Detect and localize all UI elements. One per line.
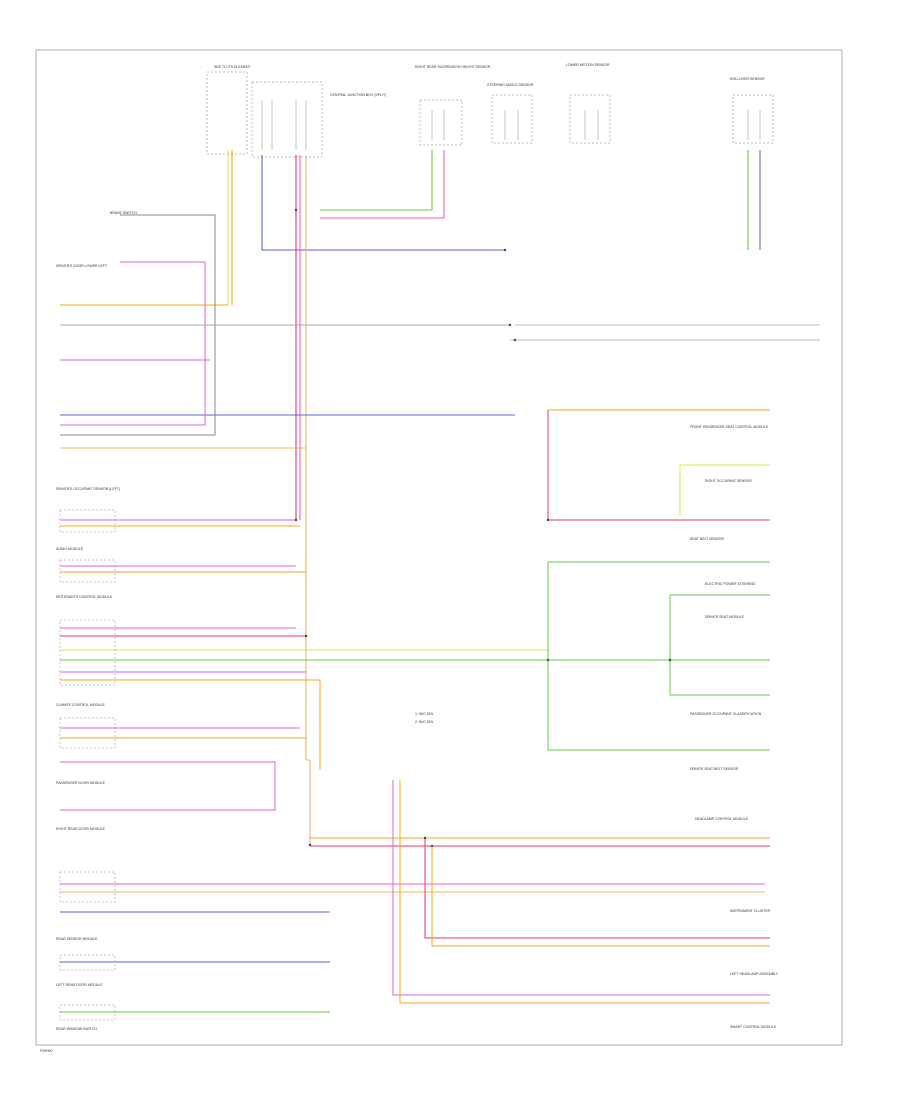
- dimm-head-label: HEADLAMP CONTROL MODULE: [695, 817, 749, 821]
- front-occ-label: RIGHT OCCUPANT SENSOR: [705, 479, 752, 483]
- roll-sensor-box: [732, 94, 774, 144]
- fuse-box: [206, 71, 248, 155]
- lower-motion-box: [569, 94, 611, 144]
- steering-label: STEERING ANGLE SENSOR: [487, 83, 534, 87]
- central-label: CENTRAL JUNCTION BOX (SPLIT): [330, 93, 386, 97]
- restraint-label: RESTRAINTS CONTROL MODULE: [56, 595, 113, 599]
- seat-belt2-label: DRIVER SEAT BELT SENSOR: [690, 767, 739, 771]
- audio-label: AUDIO MODULE: [56, 547, 84, 551]
- fuse-label: SEE TO ITS ELEMENT: [214, 65, 251, 69]
- note-2: 2: W/O DRL: [415, 720, 434, 724]
- footer-code: F00H00: [40, 1049, 53, 1053]
- smart-label: SMART CONTROL MODULE: [730, 1025, 777, 1029]
- rear-switch-label: REAR WINDOW SWITCH: [56, 1027, 97, 1031]
- rear-sensor-label: RIGHT REAR SUSPENSION HEIGHT SENSOR: [415, 65, 491, 69]
- roll-label: ROLLOVER SENSOR: [730, 77, 765, 81]
- front-pass-label: FRONT PASSENGER SEAT CONTROL MODULE: [690, 425, 769, 429]
- brake-label: BRAKE SWITCH: [110, 211, 137, 215]
- rear-module-label: REAR SENSOR MODULE: [56, 937, 98, 941]
- climate-label: CLIMATE CONTROL MODULE: [56, 703, 105, 707]
- central-junction-box: [251, 81, 323, 158]
- belt-label: SEAT BELT SENSOR: [690, 537, 724, 541]
- lower-motion-label: LOWER MOTION SENSOR: [566, 63, 610, 67]
- left-head-label: LEFT HEADLAMP ASSEMBLY: [730, 972, 779, 976]
- instr-label: INSTRUMENT CLUSTER: [730, 909, 771, 913]
- steering-sensor-box: [491, 94, 533, 144]
- electric-label: ELECTRIC POWER STEERING: [705, 582, 756, 586]
- note-1: 1: W/O DRL: [415, 712, 434, 716]
- rear-door-label: RIGHT REAR DOOR MODULE: [56, 827, 106, 831]
- diagram-border: [35, 49, 843, 1046]
- pass-door-label: PASSENGER DOOR MODULE: [56, 781, 106, 785]
- rear-sensor-box: [419, 99, 463, 146]
- pass-occ-label: PASSENGER OCCUPANT CLASSIFICATION: [690, 712, 762, 716]
- left-rear-door-label: LEFT REAR DOOR MODULE: [56, 983, 103, 987]
- driver-lower-label: DRIVER'S DOOR LOWER LEFT: [56, 264, 108, 268]
- front-sensor-label: DRIVER'S OCCUPANT SENSOR (LEFT): [56, 487, 120, 491]
- driver-seat-label: DRIVER SEAT MODULE: [705, 615, 745, 619]
